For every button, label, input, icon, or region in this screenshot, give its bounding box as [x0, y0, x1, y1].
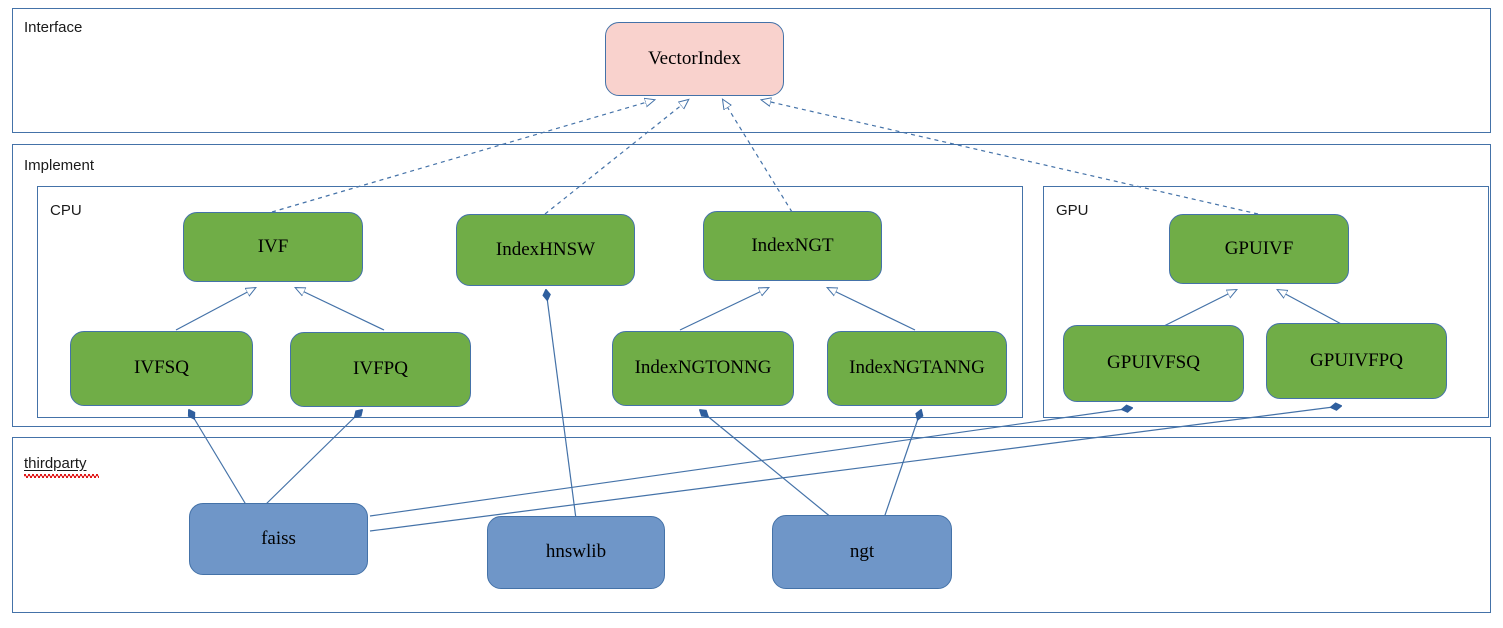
node-faiss-label: faiss — [261, 527, 296, 549]
node-gpuivfpq[interactable]: GPUIVFPQ — [1266, 323, 1447, 399]
node-hnswlib[interactable]: hnswlib — [487, 516, 665, 589]
node-indexhnsw-label: IndexHNSW — [495, 238, 596, 260]
node-indexngtanng-label: IndexNGTANNG — [849, 357, 985, 379]
node-hnswlib-label: hnswlib — [545, 541, 607, 563]
node-indexngtonng[interactable]: IndexNGTONNG — [612, 331, 794, 406]
node-vectorindex[interactable]: VectorIndex — [605, 22, 784, 96]
node-indexngtonng-label: IndexNGTONNG — [634, 357, 772, 379]
node-gpuivfsq[interactable]: GPUIVFSQ — [1063, 325, 1244, 402]
node-indexngt[interactable]: IndexNGT — [703, 211, 882, 281]
node-ivfsq[interactable]: IVFSQ — [70, 331, 253, 406]
spellcheck-underline — [24, 474, 99, 478]
node-indexhnsw[interactable]: IndexHNSW — [456, 214, 635, 286]
group-interface-label: Interface — [24, 19, 83, 36]
node-gpuivf[interactable]: GPUIVF — [1169, 214, 1349, 284]
node-vectorindex-label: VectorIndex — [648, 47, 741, 69]
node-indexngt-label: IndexNGT — [751, 234, 834, 256]
node-ivf-label: IVF — [257, 235, 289, 257]
group-implement-label: Implement — [24, 157, 95, 174]
node-ivfpq[interactable]: IVFPQ — [290, 332, 471, 407]
node-ngt-label: ngt — [849, 540, 875, 562]
group-thirdparty-label: thirdparty — [24, 455, 87, 472]
group-gpu-label: GPU — [1056, 202, 1089, 219]
node-ivf[interactable]: IVF — [183, 212, 363, 282]
node-gpuivfpq-label: GPUIVFPQ — [1310, 349, 1403, 371]
node-ivfsq-label: IVFSQ — [134, 357, 189, 379]
node-gpuivf-label: GPUIVF — [1224, 237, 1294, 259]
node-gpuivfsq-label: GPUIVFSQ — [1107, 352, 1200, 374]
node-ivfpq-label: IVFPQ — [353, 358, 408, 380]
node-indexngtanng[interactable]: IndexNGTANNG — [827, 331, 1007, 406]
group-cpu-label: CPU — [50, 202, 82, 219]
node-faiss[interactable]: faiss — [189, 503, 368, 575]
node-ngt[interactable]: ngt — [772, 515, 952, 589]
